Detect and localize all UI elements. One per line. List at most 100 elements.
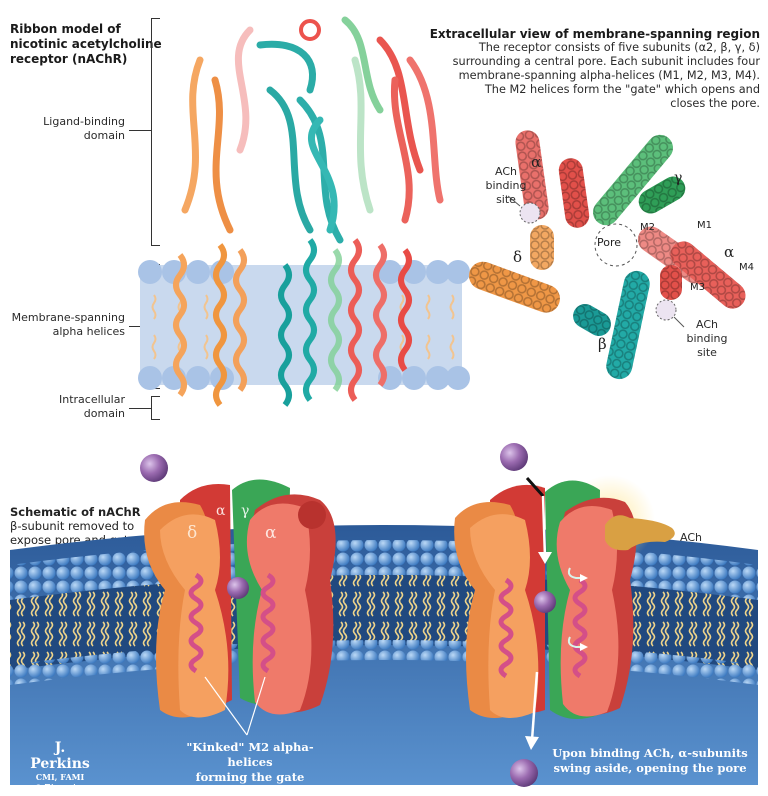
ach-molecule [605,515,675,551]
description-line: membrane-spanning alpha-helices (M1, M2,… [458,69,760,82]
kinked-helices-caption: "Kinked" M2 alpha-helices forming the ga… [170,740,330,785]
label-line: binding [485,179,527,192]
ribbon-model-title: Ribbon model of nicotinic acetylcholine … [10,22,162,67]
ach-label: ACh [680,531,702,544]
subunit-beta [573,270,650,380]
label-line: alpha helices [52,325,125,338]
label-line: site [697,346,717,359]
subunit-delta [468,225,560,313]
label-delta: δ [513,248,523,266]
label-line: Membrane-spanning [11,311,125,324]
extracellular-view-title: Extracellular view of membrane-spanning … [429,27,760,41]
label-alpha-top: α [531,153,542,171]
closed-label-alpha-back: α [216,503,226,519]
ribbon-title-line: nicotinic acetylcholine [10,37,162,51]
open-channel [454,443,675,787]
ribbon-title-line: Ribbon model of [10,22,121,36]
credit-copyright: ©Elsevier [32,782,88,795]
extracellular-helix-diagram [468,130,746,380]
open-ion-outside [500,443,528,471]
label-line: domain [83,129,125,142]
label-line: ACh [696,318,718,331]
intracellular-leader-line [129,408,151,409]
label-alpha-right: α [724,243,735,261]
swing-arrow-icon [580,574,588,582]
binding-site-left-leader [507,195,521,207]
label-line: ACh [495,165,517,178]
open-ion-cytoplasm [510,759,538,787]
binding-site-right-label: ACh binding site [682,318,732,360]
kinked-leader-right [246,676,266,736]
closed-m2-helix-left [188,572,204,674]
ribbon-membrane-band [138,260,470,390]
description-line: The receptor consists of five subunits (… [478,41,760,54]
ion-path-entry [525,477,545,497]
arrow-head-icon [525,736,539,750]
label-m1: M1 [697,220,712,231]
open-pore-caption: Upon binding ACh, α-subunits swing aside… [550,746,750,776]
open-m2-helix-right [572,577,588,679]
closed-label-delta: δ [187,523,198,543]
caption-line: "Kinked" M2 alpha-helices [186,740,314,769]
ion-path-arrow-down [541,495,547,559]
intracellular-bracket [151,396,160,420]
subunit-alpha-top [515,130,590,228]
closed-ion-outside [140,454,168,482]
closed-ion-in-pore [227,577,249,599]
closed-label-gamma: γ [241,503,250,519]
swing-arrow-icon [580,643,588,651]
label-m4: M4 [739,262,754,273]
ligand-binding-domain-label: Ligand-binding domain [10,115,125,143]
ribbon-title-line: receptor (nAChR) [10,52,128,66]
ligand-leader-line [129,130,151,131]
binding-site-left-label: ACh binding site [476,165,536,207]
label-gamma: γ [674,170,683,186]
schematic-illustration [10,443,758,787]
credit-author: J. Perkins [30,740,90,772]
subunit-gamma [593,134,686,226]
schematic-title: Schematic of nAChR [10,505,141,519]
swing-arrow-top [567,567,582,579]
schematic-subtitle-line: β-subunit removed to [10,519,135,533]
label-line: Intracellular [58,393,125,406]
label-line: binding [686,332,728,345]
label-m2: M2 [640,222,655,233]
subunit-alpha-right [637,226,746,309]
intracellular-domain-label: Intracellular domain [10,393,125,421]
caption-line: forming the gate [195,770,305,784]
kinked-leader-left [204,676,248,736]
open-alpha-front [556,506,619,717]
credit-credentials: CMI, FAMI [35,772,85,782]
binding-site-right-leader [673,316,685,328]
ion-path-exit [530,671,539,741]
closed-channel [140,454,336,736]
ribbon-ligand-domain [181,16,444,244]
open-m2-helix-left [498,577,514,679]
arrow-head-icon [538,552,552,564]
ribbon-helices [173,238,412,407]
ligand-domain-bracket [151,18,160,246]
pore-label: Pore [597,236,622,249]
label-m3: M3 [690,282,705,293]
swing-arrow-bottom [567,636,582,648]
closed-delta [160,514,229,718]
label-line: site [496,193,516,206]
closed-label-alpha-front: α [265,523,277,543]
description-line: The M2 helices form the "gate" which ope… [484,83,760,96]
binding-site-left [519,202,541,224]
label-line: Ligand-binding [43,115,125,128]
label-line: domain [83,407,125,420]
label-beta: β [598,335,607,353]
caption-line: swing aside, opening the pore [553,761,747,775]
ribbon-model-illustration [138,16,470,407]
extracellular-view-description: The receptor consists of five subunits (… [400,41,760,111]
caption-line: Upon binding ACh, α-subunits [552,746,748,760]
artist-credit: J. Perkins CMI, FAMI ©Elsevier [24,740,96,796]
membrane-spanning-label: Membrane-spanning alpha helices [0,311,125,339]
description-line: closes the pore. [670,97,760,110]
schematic-caption: Schematic of nAChR β-subunit removed to … [10,505,141,547]
closed-m2-helix-right [260,572,276,674]
description-line: surrounding a central pore. Each subunit… [452,55,760,68]
pore-circle [594,223,638,267]
closed-binding-pocket [298,501,326,529]
